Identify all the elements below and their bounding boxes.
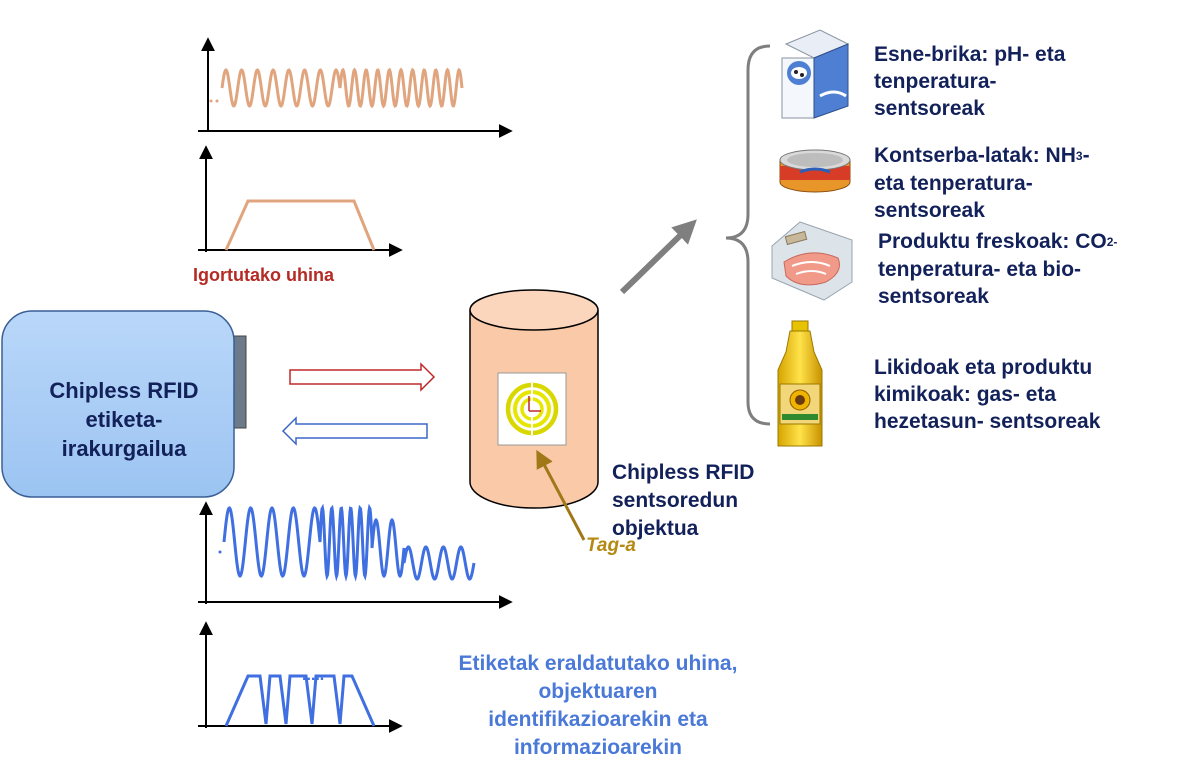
- can-sensor-label: Kontserba-latak: NH3- eta tenperatura- s…: [874, 142, 1090, 224]
- sensor-label-line: hezetasun- sentsoreak: [874, 410, 1101, 433]
- emitted-wave-label: Igortutako uhina: [193, 265, 334, 285]
- sensor-label-line: sentsoreak: [874, 97, 985, 120]
- oil-bottle-icon: [777, 320, 823, 447]
- reader-label-line: etiketa-: [85, 407, 163, 432]
- emitted-envelope-chart: [198, 145, 403, 257]
- emitted-wave-chart: [198, 37, 513, 138]
- modulated-wave-label: Etiketak eraldatutako uhina, objektuaren…: [418, 650, 778, 762]
- emit-arrow: [289, 362, 436, 392]
- modulated-envelope: [224, 674, 376, 727]
- modulated-wave-chart: [198, 501, 513, 609]
- object-label: Chipless RFID sentsoredun objektua: [612, 459, 754, 543]
- modulated-label-line: Etiketak eraldatutako uhina,: [458, 652, 738, 675]
- wave-start-dot: [209, 99, 213, 103]
- sensor-label-line: sentsoreak: [878, 285, 989, 308]
- sensor-label-line: Produktu freskoak: CO2-: [878, 228, 1117, 256]
- subscript: 3: [1075, 149, 1083, 163]
- object-label-line: Chipless RFID: [612, 461, 755, 484]
- sensor-label-text: -: [1082, 144, 1090, 167]
- milk-sensor-label: Esne-brika: pH- eta tenperatura- sentsor…: [874, 41, 1065, 122]
- liquid-sensor-label: Likidoak eta produktu kimikoak: gas- eta…: [874, 354, 1100, 435]
- modulated-label-line: identifikazioarekin eta: [488, 708, 708, 731]
- emitted-wave-signal: [220, 67, 464, 109]
- milk-carton-icon: [781, 29, 850, 119]
- sensor-label-line: eta tenperatura-: [874, 172, 1033, 195]
- fresh-sensor-label: Produktu freskoak: CO2- tenperatura- eta…: [878, 228, 1117, 310]
- wave-start-dot: [215, 99, 219, 103]
- modulated-envelope-chart: .....: [198, 621, 403, 733]
- envelope-ellipsis: .....: [302, 667, 324, 684]
- rfid-reader: [1, 310, 247, 498]
- object-label-line: sentsoredun: [612, 489, 739, 512]
- reader-label-line: Chipless RFID: [49, 378, 199, 403]
- sensor-label-text: Produktu freskoak: CO: [878, 230, 1107, 253]
- emitted-envelope: [224, 199, 376, 251]
- modulated-wave-signal: [222, 503, 476, 582]
- sensor-label-line: tenperatura-: [874, 70, 997, 93]
- subscript: 2-: [1106, 235, 1118, 249]
- chipless-tag: [497, 372, 567, 446]
- sensor-label-line: kimikoak: gas- eta: [874, 383, 1057, 406]
- reader-body: [1, 310, 235, 498]
- tag-label: Tag-a: [586, 535, 636, 556]
- return-arrow: [281, 416, 428, 446]
- modulated-label-line: informazioarekin: [513, 736, 683, 759]
- sensor-label-line: sentsoreak: [874, 199, 985, 222]
- sensor-label-line: Esne-brika: pH- eta: [874, 43, 1066, 66]
- tag-pointer-arrow: [536, 449, 586, 541]
- object-label-line: objektua: [612, 517, 699, 540]
- sensor-label-text: Kontserba-latak: NH: [874, 144, 1076, 167]
- reader-label-line: irakurgailua: [61, 436, 187, 461]
- reader-label: Chipless RFID etiketa- irakurgailua: [10, 376, 238, 463]
- tin-can-icon: [779, 149, 851, 193]
- product-bracket: [725, 44, 771, 426]
- sensor-label-line: Likidoak eta produktu: [874, 356, 1093, 379]
- sensor-label-line: tenperatura- eta bio-: [878, 258, 1082, 281]
- product-arrow: [619, 219, 697, 295]
- fresh-meat-tray-icon: [771, 221, 853, 301]
- sensor-label-line: Kontserba-latak: NH3-: [874, 142, 1090, 170]
- modulated-label-line: objektuaren: [538, 680, 658, 703]
- wave-start-dot: [218, 550, 222, 554]
